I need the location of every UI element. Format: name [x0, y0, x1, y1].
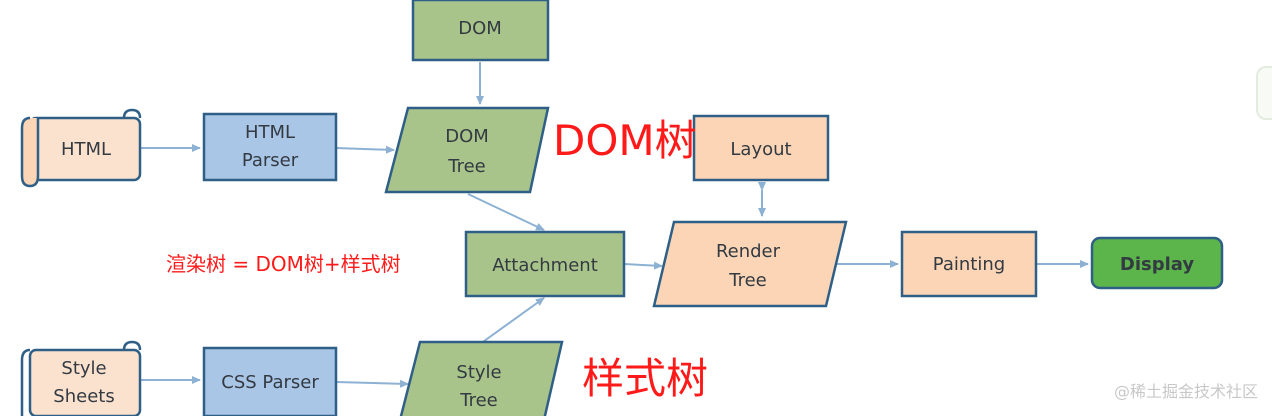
arrow-domtree-to-attachment: [467, 193, 545, 231]
node-html-parser: HTML Parser: [202, 112, 338, 182]
watermark: @稀土掘金技术社区: [1113, 382, 1258, 401]
svg-text:CSS Parser: CSS Parser: [221, 372, 319, 393]
node-dom-tree: DOM Tree: [384, 106, 550, 194]
svg-text:Layout: Layout: [730, 139, 791, 160]
svg-text:DOM: DOM: [445, 126, 489, 147]
svg-text:Style: Style: [456, 362, 501, 383]
connectors: [140, 62, 1089, 388]
node-display: Display: [1090, 236, 1224, 290]
node-html-document: HTML: [20, 108, 142, 188]
node-css-parser: CSS Parser: [202, 346, 338, 416]
svg-text:HTML: HTML: [245, 122, 295, 143]
node-attachment: Attachment: [464, 230, 626, 298]
node-render-tree: Render Tree: [652, 220, 848, 308]
dom-tree-annotation: DOM树: [553, 116, 697, 165]
node-style-tree: Style Tree: [399, 340, 564, 416]
svg-text:HTML: HTML: [61, 139, 111, 160]
node-dom: DOM: [411, 0, 550, 62]
svg-text:Display: Display: [1120, 254, 1194, 275]
render-tree-formula-annotation: 渲染树 = DOM树+样式树: [166, 252, 401, 276]
node-painting: Painting: [900, 230, 1038, 298]
svg-text:Attachment: Attachment: [492, 255, 598, 276]
svg-text:Parser: Parser: [242, 150, 299, 171]
svg-text:Style: Style: [61, 358, 106, 379]
arrow-attachment-to-render: [623, 261, 663, 270]
svg-text:Tree: Tree: [728, 270, 767, 291]
svg-text:Painting: Painting: [933, 254, 1005, 275]
arrow-cssparser-to-styletree: [335, 379, 409, 388]
node-layout: Layout: [692, 114, 830, 182]
svg-text:DOM: DOM: [458, 18, 502, 39]
arrow-parser-to-domtree: [335, 145, 395, 154]
svg-text:Render: Render: [716, 241, 781, 262]
svg-text:Tree: Tree: [459, 390, 498, 411]
svg-text:Sheets: Sheets: [53, 386, 114, 407]
node-style-sheets: Style Sheets: [20, 340, 142, 416]
style-tree-annotation: 样式树: [582, 354, 709, 403]
svg-text:Tree: Tree: [447, 156, 486, 177]
offscreen-element: [1256, 66, 1272, 120]
arrow-styletree-to-attachment: [479, 297, 545, 345]
